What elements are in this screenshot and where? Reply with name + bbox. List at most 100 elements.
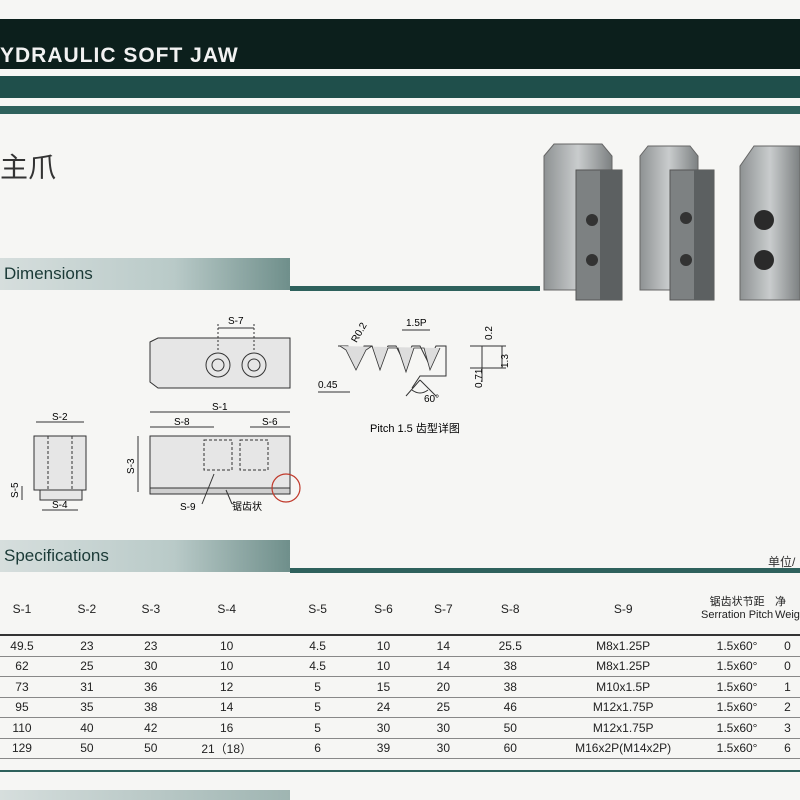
label-1-3: 1.3 [500,354,511,368]
cell-pitch: 1.5x60° [699,717,776,739]
cell-s4: 16 [171,717,282,739]
table-row: 73 31 36 12 5 15 20 38 M10x1.5P 1.5x60° … [0,676,800,698]
cell-s2: 40 [43,717,130,739]
cell-s8: 38 [473,676,548,698]
accent-band [0,76,800,98]
table-row: 110 40 42 16 5 30 30 50 M12x1.75P 1.5x60… [0,717,800,739]
top-view-drawing: S-7 [149,316,291,389]
cell-weight: 0 [775,656,800,677]
cell-s2: 25 [43,656,130,677]
pitch-caption: Pitch 1.5 齿型详图 [370,421,460,435]
cell-s7: 20 [413,676,474,698]
cell-s5: 5 [281,676,354,698]
cell-s2: 50 [43,738,130,759]
specifications-table: S-1 S-2 S-3 S-4 S-5 S-6 S-7 S-8 S-9 锯齿状节… [0,584,800,759]
cell-s3: 36 [129,676,172,698]
header-weight: 净 Weig [775,584,800,636]
dimensions-divider [290,286,540,291]
cell-s7: 30 [413,738,474,759]
cell-s3: 38 [129,697,172,718]
label-r02: R0.2 [350,321,370,345]
jaw-1 [543,143,623,301]
cell-s6: 30 [353,717,414,739]
specifications-section-bar: Specifications [0,540,290,572]
cell-s8: 50 [473,717,548,739]
cell-s5: 5 [281,697,354,718]
cell-weight: 2 [775,697,800,718]
dimension-drawings: S-7 R0.2 1.5P 0.2 1.3 0.71 0.45 60° Pitc… [10,316,511,513]
side-view-drawing: S-2 S-4 S-5 [10,412,87,511]
unit-label: 单位/ [768,555,796,569]
serration-profile: R0.2 1.5P 0.2 1.3 0.71 0.45 60° [318,318,511,405]
cell-s8: 46 [473,697,548,718]
cell-s3: 50 [129,738,172,759]
header-s2: S-2 [43,584,130,636]
header-weight-en: Weig [775,609,800,621]
cell-s3: 23 [129,635,172,657]
cell-s8: 60 [473,738,548,759]
cell-pitch: 1.5x60° [699,697,776,718]
cell-s5: 4.5 [281,656,354,677]
label-s9: S-9 [180,502,196,513]
cell-s8: 25.5 [473,635,548,657]
cell-s3: 42 [129,717,172,739]
header-serration-pitch: 锯齿状节距 Serration Pitch [699,584,776,636]
chinese-title: 主爪 [0,151,57,184]
cell-weight: 3 [775,717,800,739]
header-weight-cn: 净 [775,596,787,608]
cell-pitch: 1.5x60° [699,738,776,759]
cell-s6: 15 [353,676,414,698]
cell-s1: 95 [0,697,44,718]
cell-s7: 30 [413,717,474,739]
specifications-divider [290,568,800,573]
footer-line [0,770,800,772]
header-s7: S-7 [413,584,474,636]
label-s8: S-8 [174,417,190,428]
cell-s9: M12x1.75P [547,697,700,718]
label-s4: S-4 [52,500,68,511]
cell-s1: 73 [0,676,44,698]
cell-s7: 14 [413,656,474,677]
header-s4: S-4 [171,584,282,636]
cell-s2: 31 [43,676,130,698]
label-1-5p: 1.5P [406,318,427,329]
label-0-45: 0.45 [318,380,338,391]
cell-s5: 5 [281,717,354,739]
cell-s7: 25 [413,697,474,718]
page-title: YDRAULIC SOFT JAW [0,44,239,67]
cell-s2: 23 [43,635,130,657]
jaw-2 [639,145,715,301]
cell-s9: M8x1.25P [547,656,700,677]
accent-line [0,106,800,114]
label-s2: S-2 [52,412,68,423]
table-row: 95 35 38 14 5 24 25 46 M12x1.75P 1.5x60°… [0,697,800,718]
cell-s9: M8x1.25P [547,635,700,657]
label-s7: S-7 [228,316,244,327]
front-view-drawing: S-1 S-8 S-6 S-3 S-9 锯齿状 [126,402,301,513]
cell-s1: 129 [0,738,44,759]
cell-s4: 21（18） [171,738,282,759]
table-row: 62 25 30 10 4.5 10 14 38 M8x1.25P 1.5x60… [0,656,800,677]
cell-pitch: 1.5x60° [699,676,776,698]
dimensions-section-bar: Dimensions [0,258,290,290]
cell-s6: 24 [353,697,414,718]
header-s3: S-3 [129,584,172,636]
label-s6: S-6 [262,417,278,428]
cell-s6: 10 [353,635,414,657]
label-60-deg: 60° [424,394,439,405]
label-0-71: 0.71 [474,368,485,388]
cell-s3: 30 [129,656,172,677]
header-pitch-en: Serration Pitch [701,609,774,621]
header-s8: S-8 [473,584,548,636]
cell-s4: 10 [171,656,282,677]
cell-pitch: 1.5x60° [699,635,776,657]
cell-s6: 10 [353,656,414,677]
header-s9: S-9 [547,584,700,636]
specifications-heading: Specifications [4,546,109,565]
cell-weight: 0 [775,635,800,657]
table-header-row: S-1 S-2 S-3 S-4 S-5 S-6 S-7 S-8 S-9 锯齿状节… [0,584,800,636]
cell-pitch: 1.5x60° [699,656,776,677]
cell-s5: 4.5 [281,635,354,657]
cell-s9: M16x2P(M14x2P) [547,738,700,759]
title-band: YDRAULIC SOFT JAW [0,19,800,69]
